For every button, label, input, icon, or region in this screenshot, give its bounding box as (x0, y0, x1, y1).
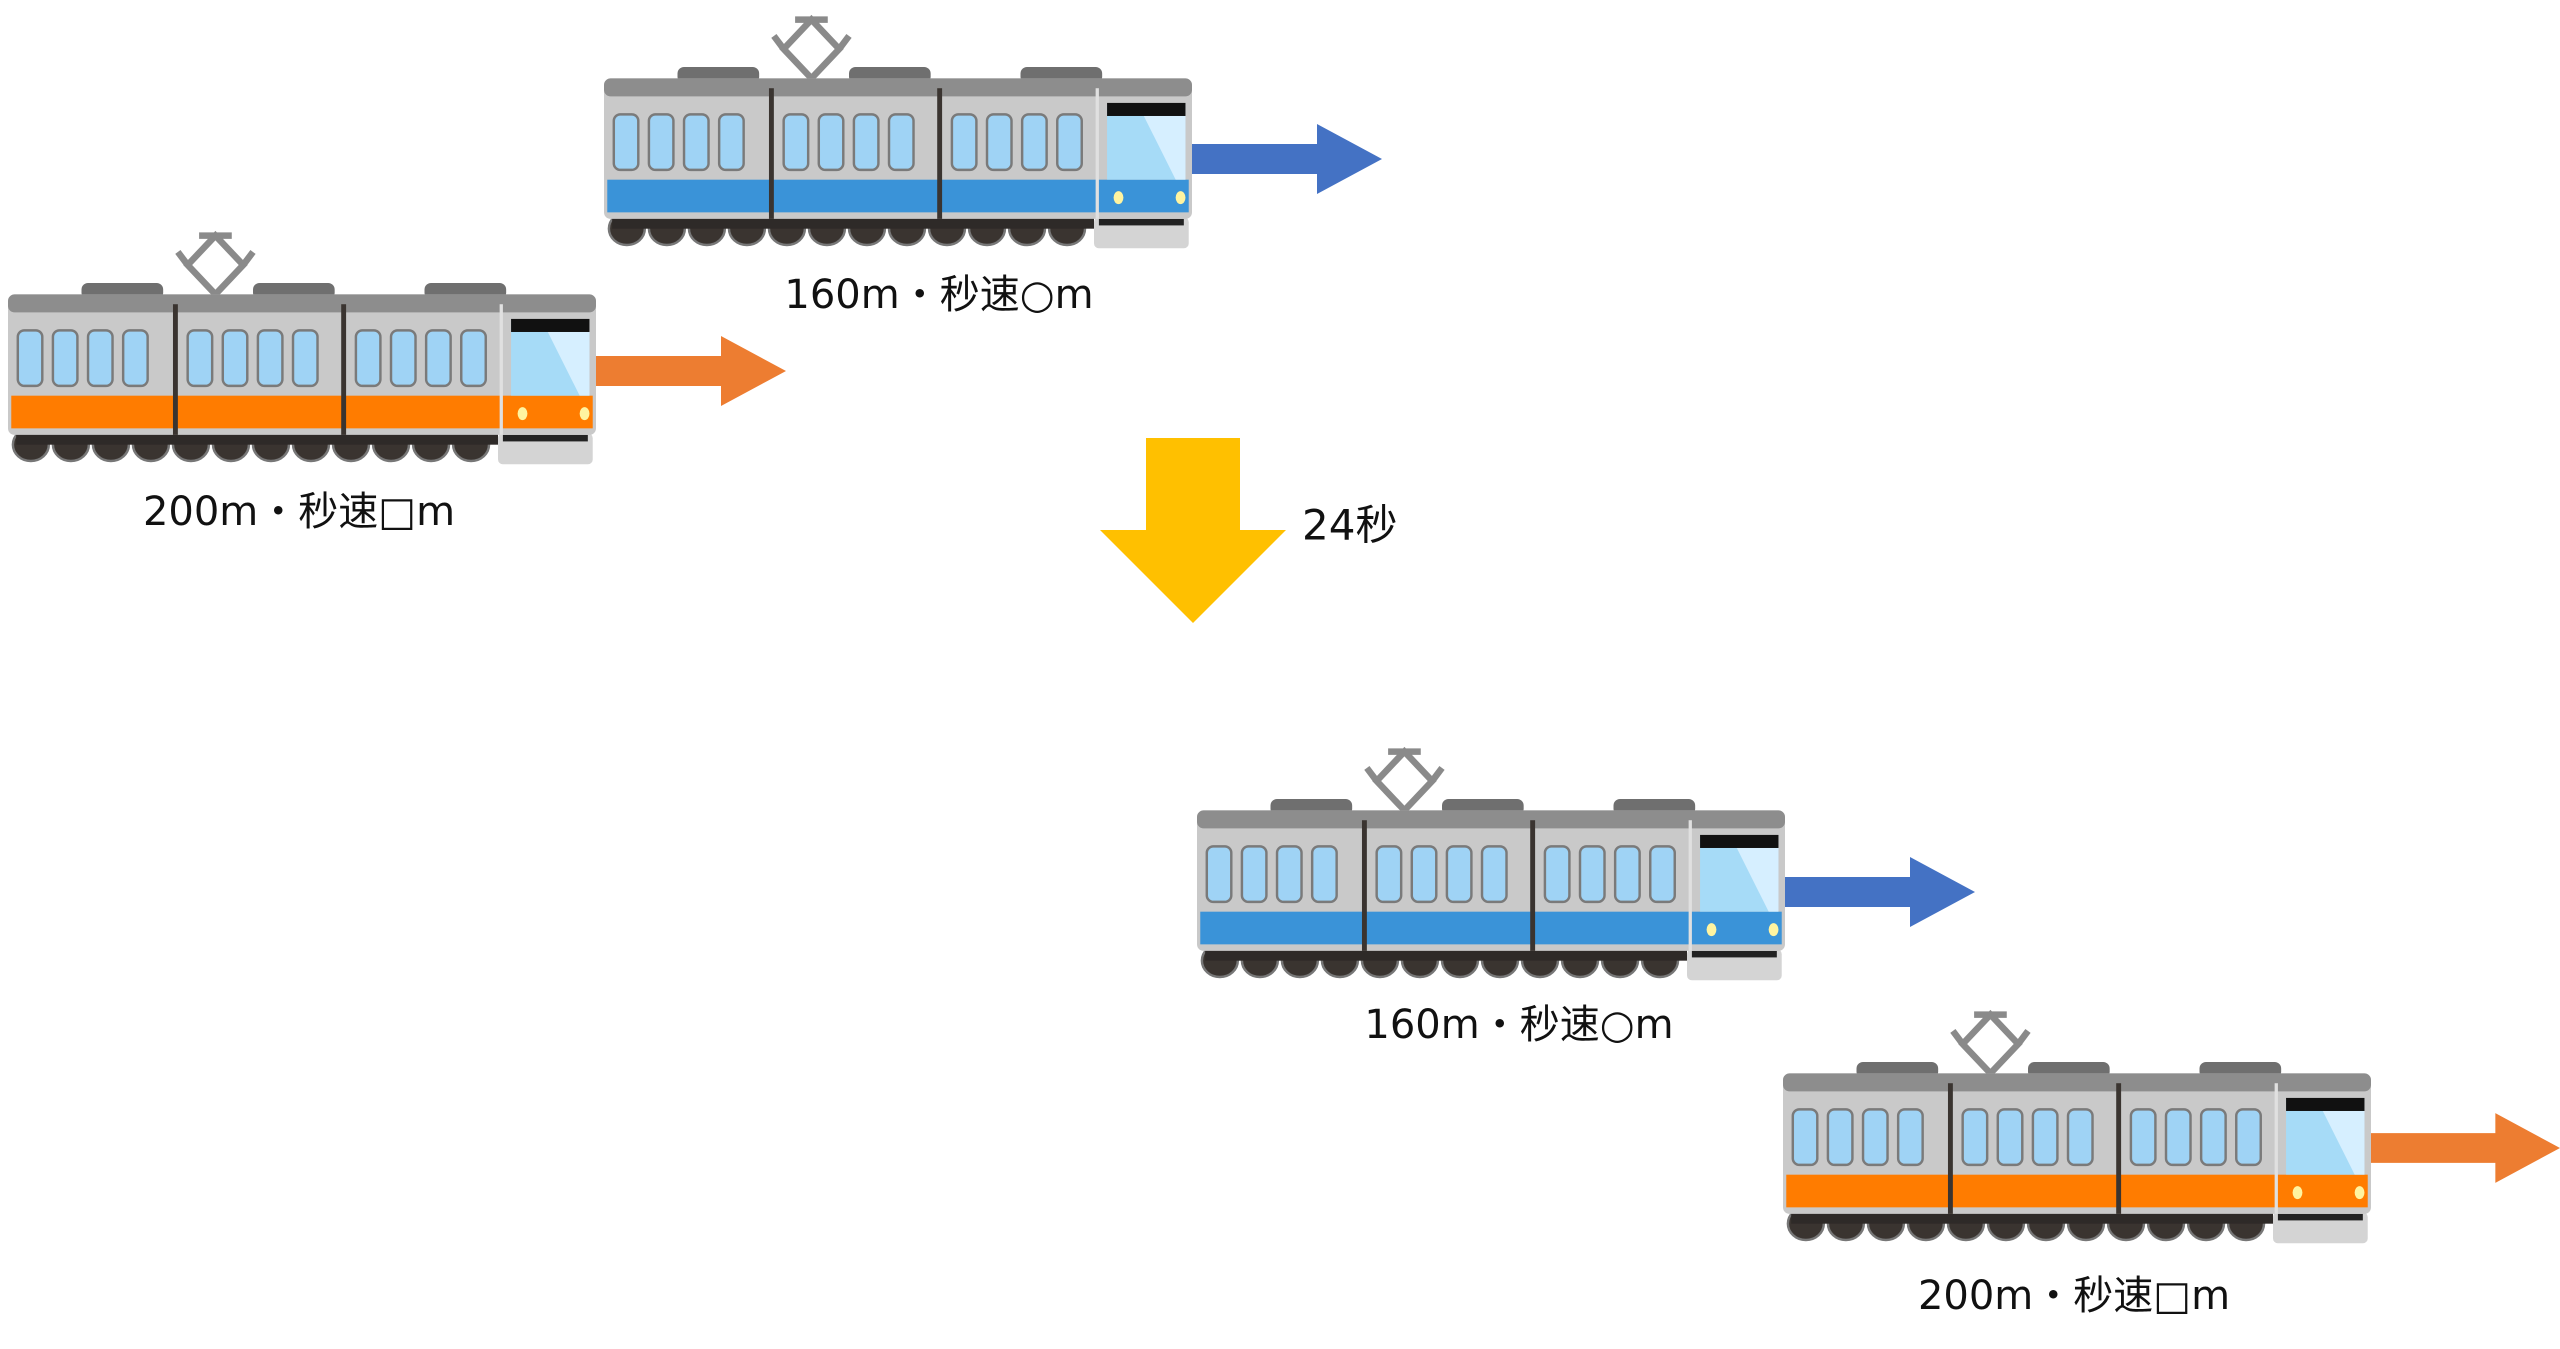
window (2066, 1108, 2094, 1167)
headlight (1113, 191, 1124, 205)
window (2164, 1108, 2192, 1167)
window (1310, 845, 1338, 904)
window (1480, 845, 1508, 904)
car-divider (1530, 820, 1536, 951)
window (1861, 1108, 1889, 1167)
pantograph (1364, 746, 1445, 816)
window (256, 329, 284, 388)
headlight (1706, 923, 1717, 937)
car-divider (172, 304, 178, 435)
headlight (2292, 1186, 2303, 1200)
window (2199, 1108, 2227, 1167)
window (717, 113, 745, 172)
car-divider (1947, 1083, 1953, 1214)
window (1445, 845, 1473, 904)
headlight (2354, 1186, 2365, 1200)
car-divider (341, 304, 347, 435)
train-label: 200m・秒速□m (1917, 1273, 2231, 1319)
arrow-shape (1100, 438, 1286, 623)
window (2235, 1108, 2262, 1167)
arrow-shape (596, 336, 786, 406)
headlight (517, 407, 528, 421)
window (86, 329, 114, 388)
car-divider (937, 88, 943, 219)
window (817, 113, 845, 172)
headlight (1768, 923, 1779, 937)
window (1205, 845, 1233, 904)
right-arrow-icon (596, 336, 786, 406)
arrow-shape (1785, 857, 1975, 927)
window (1240, 845, 1268, 904)
window (460, 329, 487, 388)
window (1056, 113, 1083, 172)
window (1791, 1108, 1819, 1167)
window (121, 329, 149, 388)
right-arrow-icon (1192, 124, 1382, 194)
window (852, 113, 880, 172)
roof (1197, 810, 1785, 829)
roof (604, 78, 1192, 97)
right-arrow-icon (2371, 1113, 2560, 1183)
window (2031, 1108, 2059, 1167)
window (1826, 1108, 1854, 1167)
stripe (607, 179, 1189, 213)
window (1275, 845, 1303, 904)
window (1649, 845, 1676, 904)
window (354, 329, 382, 388)
car-divider (2116, 1083, 2122, 1214)
window (1896, 1108, 1924, 1167)
headlight (1175, 191, 1186, 205)
elapsed-time-label: 24秒 (1302, 500, 1398, 550)
train-label: 200m・秒速□m (142, 489, 456, 535)
window (1578, 845, 1606, 904)
window (424, 329, 452, 388)
train-label: 160m・秒速○m (1364, 1002, 1674, 1048)
window (1613, 845, 1641, 904)
down-arrow-icon (1100, 438, 1286, 623)
window (51, 329, 79, 388)
window (1996, 1108, 2024, 1167)
window (291, 329, 319, 388)
window (221, 329, 249, 388)
window (1543, 845, 1571, 904)
arrow-shape (1192, 124, 1382, 194)
window (1375, 845, 1403, 904)
pantograph (771, 14, 852, 84)
window (682, 113, 710, 172)
stripe (1786, 1174, 2368, 1208)
window (1020, 113, 1048, 172)
roof (1783, 1073, 2371, 1092)
window (612, 113, 640, 172)
train-label: 160m・秒速○m (784, 272, 1094, 318)
window (985, 113, 1013, 172)
window (647, 113, 675, 172)
train-blue-icon (604, 14, 1192, 249)
train-orange-icon (8, 230, 596, 465)
stripe (11, 395, 593, 429)
window (782, 113, 810, 172)
window (950, 113, 978, 172)
train-orange-icon (1783, 1009, 2371, 1244)
train-blue-icon (1197, 746, 1785, 981)
right-arrow-icon (1785, 857, 1975, 927)
window (389, 329, 417, 388)
window (2129, 1108, 2157, 1167)
window (1410, 845, 1438, 904)
window (16, 329, 44, 388)
stripe (1200, 911, 1782, 945)
arrow-shape (2371, 1113, 2560, 1183)
window (1961, 1108, 1989, 1167)
window (887, 113, 915, 172)
car-divider (768, 88, 774, 219)
roof (8, 294, 596, 313)
car-divider (1361, 820, 1367, 951)
pantograph (175, 230, 256, 300)
window (186, 329, 214, 388)
pantograph (1950, 1009, 2031, 1079)
headlight (579, 407, 590, 421)
